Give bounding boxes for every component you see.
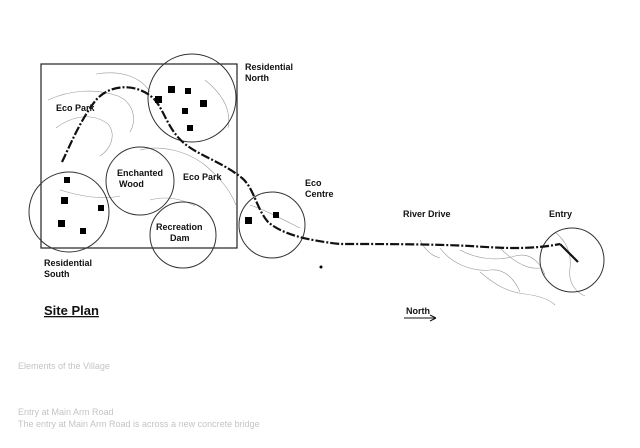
building [61,197,68,204]
eco-park-west-label: Eco Park [56,103,96,113]
building [185,88,191,94]
building [187,125,193,131]
building-footprints [58,86,279,234]
building [64,177,70,183]
building [155,96,162,103]
marker-dot [319,265,323,269]
zone-circles [28,53,605,293]
building [273,212,279,218]
building [245,217,252,224]
building [80,228,86,234]
property-boundary [40,63,238,249]
eco-park-central-label: Eco Park [183,172,223,182]
residential-north-circle [147,53,237,143]
entry-label: Entry [549,209,572,219]
main-road [61,86,561,250]
building [182,108,188,114]
entry-circle [539,227,605,293]
building [58,220,65,227]
entry-caption-title: Entry at Main Arm Road [18,407,114,417]
recreation-dam-circle [149,201,217,269]
eco-centre-circle [238,191,306,259]
contour-lines [47,72,586,306]
north-label: North [406,306,430,316]
building [168,86,175,93]
site-plan-title: Site Plan [44,303,99,318]
building [98,205,104,211]
elements-heading: Elements of the Village [18,361,110,371]
enchanted-wood-circle [105,146,175,216]
building [200,100,207,107]
river-drive-label: River Drive [403,209,451,219]
entry-caption-note: The entry at Main Arm Road is across a n… [18,419,260,429]
entry-road-spur [559,243,579,263]
residential-south-circle [28,171,110,253]
north-arrow-icon [404,314,437,322]
